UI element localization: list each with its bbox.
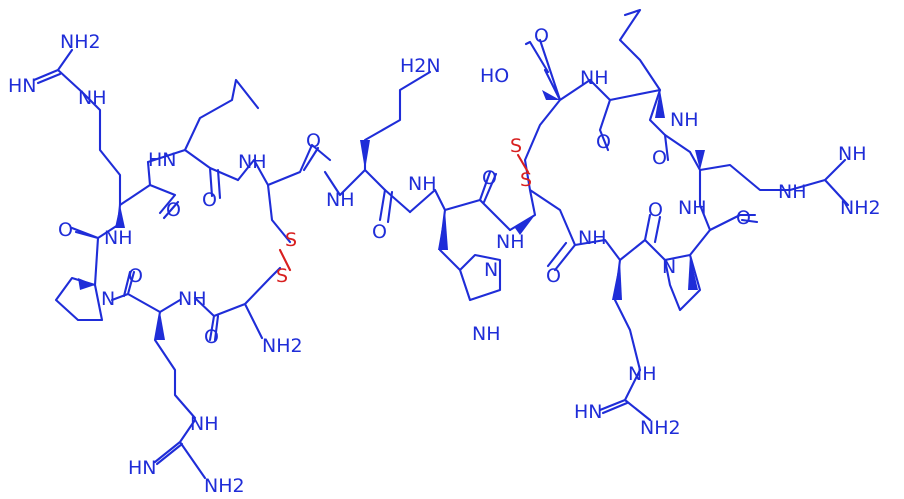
label-nh2-arg5-side: NH2 xyxy=(840,197,881,219)
label-nh-arg2: NH xyxy=(178,288,207,310)
disulfide-bonds xyxy=(278,153,530,272)
label-s-cys4: S xyxy=(520,169,532,191)
label-o-pro1: O xyxy=(58,219,73,241)
label-nh-arg2-side: NH xyxy=(190,413,219,435)
label-nh-leu2a: NH xyxy=(580,67,609,89)
label-hn-arg4-side: HN xyxy=(574,401,603,423)
bond-skeleton xyxy=(32,8,850,480)
label-nh-cys3: NH xyxy=(496,231,525,253)
label-nh2-arg1: NH2 xyxy=(60,31,101,53)
label-o-arg5: O xyxy=(652,147,667,169)
label-o-arg4: O xyxy=(648,199,663,221)
label-o-pro2: O xyxy=(736,207,751,229)
label-hn-leu1: HN xyxy=(148,149,177,171)
label-o-leu1: O xyxy=(202,189,217,211)
label-n-his-ring: N xyxy=(484,259,498,281)
label-o-arg2: O xyxy=(204,326,219,348)
label-s-cys1: S xyxy=(285,229,297,251)
label-o-pro1b: O xyxy=(128,265,143,287)
label-o-arg1: O xyxy=(166,199,181,221)
label-nh-arg4-side: NH xyxy=(628,363,657,385)
label-s-cys2: S xyxy=(276,265,288,287)
label-nh2-arg4-side: NH2 xyxy=(640,417,681,439)
label-nh2-cys2: NH2 xyxy=(262,335,303,357)
label-o-lys: O xyxy=(372,221,387,243)
label-nh-arg5-eq: NH xyxy=(838,143,867,165)
label-o-his: O xyxy=(482,167,497,189)
label-nh-lys: NH xyxy=(326,189,355,211)
label-hn-arg1: HN xyxy=(8,75,37,97)
label-nh-arg5: NH xyxy=(678,197,707,219)
label-s-cys3: S xyxy=(510,135,522,157)
label-nh-arg4: NH xyxy=(578,227,607,249)
label-nh-his: NH xyxy=(408,173,437,195)
label-nh-arg5-side: NH xyxy=(778,181,807,203)
label-o-cooh: O xyxy=(534,25,549,47)
atom-labels: NH2 HN NH HN NH O O NH O O N O NH O NH2 … xyxy=(8,25,881,497)
label-n-pro2: N xyxy=(662,256,676,278)
label-n-pro1: N xyxy=(101,288,115,310)
stereo-wedges xyxy=(78,90,705,340)
label-h2n-lys: H2N xyxy=(400,55,441,77)
label-o-cys1: O xyxy=(306,130,321,152)
label-o-cys3: O xyxy=(546,265,561,287)
label-ho-cooh: HO xyxy=(480,65,509,87)
label-o-leu2: O xyxy=(596,131,611,153)
label-nh-leu2b: NH xyxy=(670,109,699,131)
label-nh2-arg2-side: NH2 xyxy=(204,475,245,497)
label-nh-pro1: NH xyxy=(104,227,133,249)
label-nh-his-ring: NH xyxy=(472,323,501,345)
label-hn-arg2-side: HN xyxy=(128,457,157,479)
label-nh-arg1: NH xyxy=(78,87,107,109)
label-nh-leu1b: NH xyxy=(238,151,267,173)
